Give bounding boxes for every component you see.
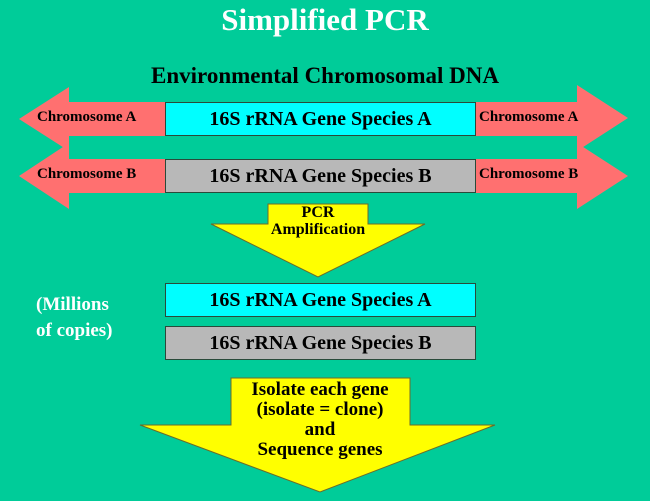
- pcr-amplification-arrow: [210, 203, 426, 278]
- final-step-line3: and: [304, 418, 336, 440]
- chromosome-b-right-label: Chromosome B: [479, 166, 579, 182]
- final-step-line4: Sequence genes: [257, 438, 383, 460]
- amplified-gene-a-box: 16S rRNA Gene Species A: [165, 283, 476, 317]
- amplified-gene-b-box: 16S rRNA Gene Species B: [165, 326, 476, 360]
- chromosome-b-gene-box: 16S rRNA Gene Species B: [165, 159, 476, 193]
- chromosome-a-left-arrow: [19, 87, 166, 151]
- final-step-line2: (isolate = clone): [256, 398, 384, 420]
- amplified-gene-a-label: 16S rRNA Gene Species A: [209, 288, 432, 311]
- diagram-title: Simplified PCR: [221, 2, 429, 37]
- amplified-gene-b-label: 16S rRNA Gene Species B: [209, 331, 432, 354]
- chromosome-a-right-arrow: [474, 85, 628, 151]
- chromosome-a-left-label: Chromosome A: [37, 109, 137, 125]
- chromosome-b-gene-label: 16S rRNA Gene Species B: [209, 164, 432, 187]
- final-step-line1: Isolate each gene: [251, 379, 389, 400]
- chromosome-b-left-arrow: [19, 143, 166, 209]
- chromosome-a-gene-box: 16S rRNA Gene Species A: [165, 102, 476, 136]
- diagram-subtitle: Environmental Chromosomal DNA: [151, 63, 499, 88]
- pcr-step-label: PCR Amplification: [238, 204, 398, 239]
- chromosome-b-left-label: Chromosome B: [37, 166, 137, 182]
- pcr-step-line1: PCR: [301, 204, 335, 221]
- chromosome-a-gene-label: 16S rRNA Gene Species A: [209, 107, 432, 130]
- chromosome-a-right-label: Chromosome A: [479, 109, 579, 125]
- chromosome-b-right-arrow: [474, 143, 628, 209]
- final-step-label: Isolate each gene (isolate = clone) and …: [200, 380, 440, 460]
- pcr-step-line2: Amplification: [270, 220, 366, 238]
- copies-note-line2: of copies): [36, 319, 113, 341]
- isolate-sequence-arrow: [139, 377, 496, 493]
- millions-of-copies-note: (Millions of copies): [36, 292, 113, 343]
- copies-note-line1: (Millions: [36, 294, 109, 315]
